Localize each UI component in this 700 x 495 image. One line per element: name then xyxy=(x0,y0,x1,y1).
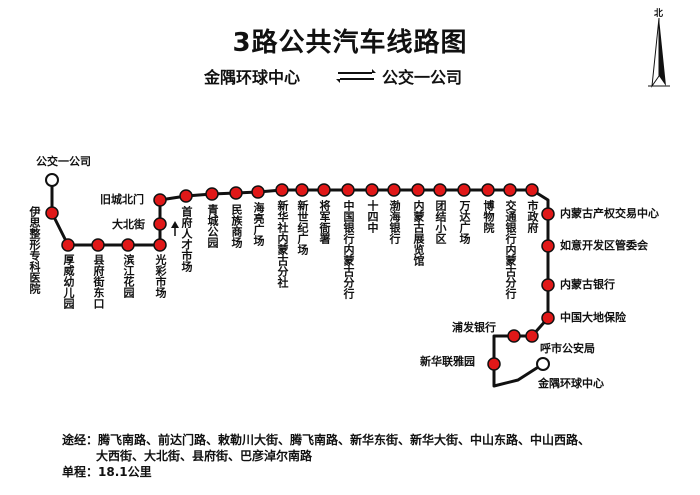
route-info: 途经：腾飞南路、前达门路、敕勒川大街、腾飞南路、新华东街、新华大街、中山东路、中… xyxy=(62,432,590,480)
stop-label-s17: 渤海银行 xyxy=(388,200,401,244)
route-streets-line1: 腾飞南路、前达门路、敕勒川大街、腾飞南路、新华东街、新华大街、中山东路、中山西路… xyxy=(98,433,591,447)
stop-marker xyxy=(387,183,401,197)
distance-value: 18.1公里 xyxy=(98,465,152,479)
stop-label-s14: 将军衙署 xyxy=(318,200,331,244)
terminal-start-label: 公交一公司 xyxy=(36,155,91,168)
stop-marker xyxy=(153,193,167,207)
stop-marker xyxy=(61,238,75,252)
stop-label-s15: 中国银行内蒙古分行 xyxy=(342,200,355,299)
terminal-end-label: 金隅环球中心 xyxy=(538,377,604,390)
stop-label-s5: 光彩市场 xyxy=(154,254,167,298)
compass-arrow-icon xyxy=(648,17,670,88)
stop-label-s19: 团结小区 xyxy=(434,200,447,244)
stop-marker xyxy=(481,183,495,197)
stop-label-s29: 浦发银行 xyxy=(452,321,496,334)
stop-markers xyxy=(45,173,555,371)
stop-marker xyxy=(365,183,379,197)
stop-label-s4: 滨江花园 xyxy=(122,254,135,298)
stop-marker xyxy=(295,183,309,197)
stop-label-s11: 海亮广场 xyxy=(252,202,265,246)
stop-label-s7: 旧城北门 xyxy=(100,193,144,206)
stop-label-s30: 新华联雅园 xyxy=(420,355,475,368)
stop-label-s28: 呼市公安局 xyxy=(540,342,595,355)
stop-marker xyxy=(229,186,243,200)
stop-marker xyxy=(487,357,501,371)
stop-marker xyxy=(45,206,59,220)
stop-marker xyxy=(153,217,167,231)
stop-marker xyxy=(507,329,521,343)
stop-label-s2: 厚威幼儿园 xyxy=(62,254,75,309)
stop-label-s26: 内蒙古银行 xyxy=(560,278,615,291)
stop-marker xyxy=(275,183,289,197)
compass-north-label: 北 xyxy=(654,9,664,19)
stop-marker xyxy=(121,238,135,252)
stop-label-s22: 交通银行内蒙古分行 xyxy=(504,200,517,299)
stop-label-s3: 县府街东口 xyxy=(92,254,105,309)
stop-label-s18: 内蒙古展览馆 xyxy=(412,200,425,266)
route-label: 途经： xyxy=(62,433,99,447)
terminal-start-marker xyxy=(45,173,59,187)
stop-marker xyxy=(317,183,331,197)
route-streets-line2: 大西街、大北街、县府街、巴彦淖尔南路 xyxy=(96,449,313,463)
map-title: 3路公共汽车线路图 xyxy=(232,28,468,58)
stop-marker xyxy=(91,238,105,252)
direction-to: 公交一公司 xyxy=(382,68,463,87)
direction-header: 金隅环球中心 公交一公司 xyxy=(0,64,700,94)
stop-marker xyxy=(525,183,539,197)
stop-label-s24: 内蒙古产权交易中心 xyxy=(560,207,659,220)
stop-marker xyxy=(541,207,555,221)
distance-label: 单程： xyxy=(62,465,99,479)
stop-label-s27: 中国大地保险 xyxy=(560,311,626,324)
stop-marker xyxy=(541,239,555,253)
bidirectional-arrows-icon xyxy=(336,69,376,83)
stop-label-s8: 首府人才市场 xyxy=(180,206,193,272)
stop-marker xyxy=(251,185,265,199)
stop-label-s10: 民族商场 xyxy=(230,204,243,248)
stop-marker xyxy=(153,238,167,252)
stop-label-s1: 伊思整形专科医院 xyxy=(28,206,41,294)
terminal-end-marker xyxy=(536,357,550,371)
stop-label-s12: 新华社内蒙古分社 xyxy=(276,200,289,288)
stop-label-s16: 十四中 xyxy=(366,200,379,233)
stop-marker xyxy=(179,189,193,203)
stop-label-s23: 市政府 xyxy=(526,200,539,233)
stop-marker xyxy=(457,183,471,197)
stop-label-s21: 博物院 xyxy=(482,200,495,233)
direction-from: 金隅环球中心 xyxy=(204,68,301,87)
stop-marker xyxy=(503,183,517,197)
stop-marker xyxy=(205,187,219,201)
stop-label-s25: 如意开发区管委会 xyxy=(560,239,648,252)
stop-label-s6: 大北街 xyxy=(112,218,145,231)
stop-marker xyxy=(525,329,539,343)
stop-label-s9: 青城公园 xyxy=(206,204,219,248)
stop-label-s20: 万达广场 xyxy=(458,200,471,244)
stop-marker xyxy=(341,183,355,197)
stop-label-s13: 新世纪广场 xyxy=(296,200,309,255)
stop-marker xyxy=(411,183,425,197)
stop-marker xyxy=(541,278,555,292)
stop-marker xyxy=(541,311,555,325)
stop-marker xyxy=(433,183,447,197)
